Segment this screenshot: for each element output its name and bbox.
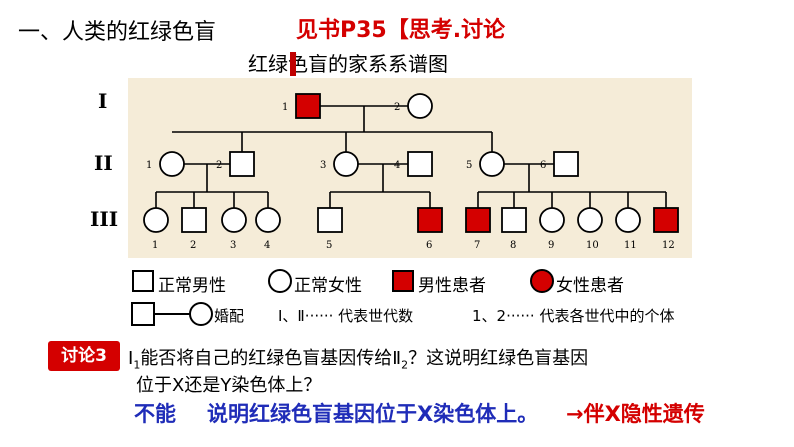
answer-conclusion: →伴X隐性遗传: [566, 402, 705, 426]
individual-number-3-7: 7: [474, 240, 480, 251]
individual-number-3-2: 2: [190, 240, 196, 251]
individual-2-4: [407, 151, 433, 177]
normal-female-symbol: [268, 269, 292, 293]
individual-number-3-1: 1: [152, 240, 158, 251]
individual-2-6: [553, 151, 579, 177]
individual-number-1-2: 2: [394, 102, 400, 113]
generation-label-I: I: [98, 89, 108, 113]
individual-1-1: [295, 93, 321, 119]
question-line-1: Ⅰ1能否将自己的红绿色盲基因传给Ⅱ2？这说明红绿色盲基因: [128, 344, 588, 372]
individual-3-4: [255, 207, 281, 233]
question-roman-i: Ⅰ: [128, 348, 134, 369]
generation-label-III: III: [90, 207, 119, 231]
individual-number-2-6: 6: [540, 160, 546, 171]
individual-number-2-3: 3: [320, 160, 326, 171]
individual-2-2: [229, 151, 255, 177]
individual-3-8: [501, 207, 527, 233]
textbook-reference: 见书P35【思考.讨论: [296, 18, 506, 43]
legend-individual-note: 1、2······ 代表各世代中的个体: [472, 307, 675, 325]
slide-heading: 一、人类的红绿色盲: [18, 20, 217, 45]
individual-3-11: [615, 207, 641, 233]
legend-generation-note: Ⅰ、Ⅱ······ 代表世代数: [278, 307, 414, 325]
individual-number-3-6: 6: [426, 240, 432, 251]
individual-number-3-12: 12: [662, 240, 675, 251]
individual-number-3-4: 4: [264, 240, 270, 251]
individual-number-3-11: 11: [624, 240, 637, 251]
individual-number-2-2: 2: [216, 160, 222, 171]
question-sub-1: 1: [133, 358, 141, 372]
individual-3-12: [653, 207, 679, 233]
individual-number-1-1: 1: [282, 102, 288, 113]
discussion-badge: 讨论3: [48, 341, 120, 371]
question-sub-2: 2: [401, 358, 409, 372]
individual-3-5: [317, 207, 343, 233]
question-line-2: 位于X还是Y染色体上？: [136, 375, 322, 396]
individual-number-3-9: 9: [548, 240, 554, 251]
marriage-female-symbol: [189, 302, 213, 326]
marriage-symbol: [131, 302, 213, 326]
affected-male-symbol: [392, 270, 414, 292]
legend-affected-male: 男性患者: [418, 276, 486, 296]
individual-3-1: [143, 207, 169, 233]
question-part-1: 能否将自己的红绿色盲基因传给Ⅱ: [140, 348, 402, 369]
individual-1-2: [407, 93, 433, 119]
individual-number-3-5: 5: [326, 240, 332, 251]
individual-number-3-8: 8: [510, 240, 516, 251]
marriage-male-symbol: [131, 302, 155, 326]
individual-number-2-5: 5: [466, 160, 472, 171]
legend-marriage: 婚配: [214, 307, 245, 325]
individual-number-2-4: 4: [394, 160, 400, 171]
individual-3-7: [465, 207, 491, 233]
legend-affected-female: 女性患者: [556, 276, 624, 296]
individual-3-2: [181, 207, 207, 233]
answer-no: 不能: [134, 402, 176, 426]
answer-explanation: 说明红绿色盲基因位于X染色体上。: [207, 402, 539, 426]
affected-female-symbol: [530, 269, 554, 293]
individual-number-3-10: 10: [586, 240, 599, 251]
individual-2-3: [333, 151, 359, 177]
legend-normal-female: 正常女性: [294, 276, 362, 296]
individual-2-5: [479, 151, 505, 177]
pedigree-title: 红绿色盲的家系系谱图: [248, 52, 448, 76]
individual-number-3-3: 3: [230, 240, 236, 251]
normal-male-symbol: [132, 270, 154, 292]
legend-normal-male: 正常男性: [158, 276, 226, 296]
title-bracket-mark: [290, 52, 296, 76]
individual-number-2-1: 1: [146, 160, 152, 171]
generation-label-II: II: [94, 151, 113, 175]
individual-3-10: [577, 207, 603, 233]
individual-2-1: [159, 151, 185, 177]
question-part-2: ？这说明红绿色盲基因: [408, 348, 589, 369]
individual-3-3: [221, 207, 247, 233]
individual-3-6: [417, 207, 443, 233]
individual-3-9: [539, 207, 565, 233]
